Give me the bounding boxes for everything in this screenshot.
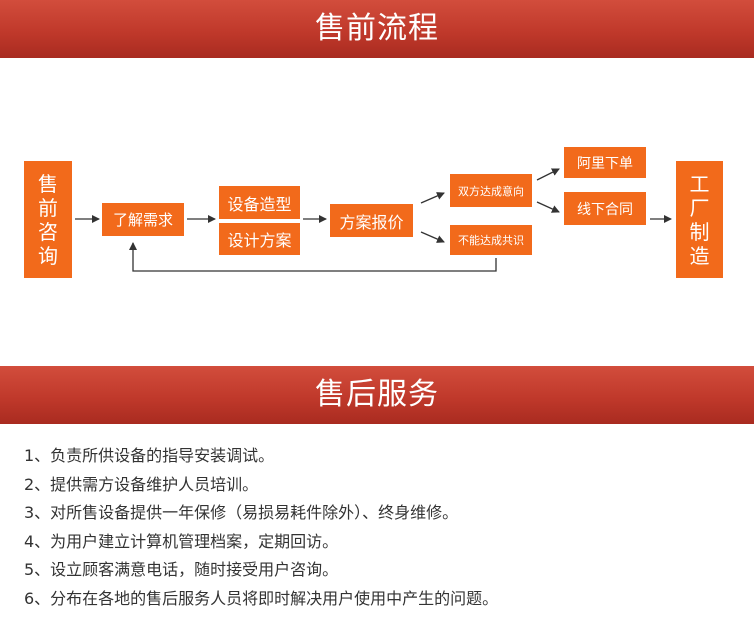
aftersale-banner: 售后服务 (0, 366, 754, 424)
consult-char: 咨 (38, 219, 58, 244)
arrow-disagree-loop-back (129, 242, 497, 272)
arrow-quote-to-disagree (420, 231, 445, 243)
needs-box: 了解需求 (102, 203, 184, 236)
quote-label: 方案报价 (339, 212, 404, 232)
aftersale-title: 售后服务 (315, 377, 439, 412)
factory-char: 厂 (689, 195, 710, 220)
factory-char: 造 (689, 243, 710, 268)
plan-design-label: 设计方案 (227, 231, 292, 250)
factory-box: 工 厂 制 造 (676, 161, 723, 278)
consult-char: 询 (38, 243, 58, 268)
disagree-label: 不能达成共识 (458, 234, 524, 247)
presale-title: 售前流程 (315, 11, 439, 46)
agree-box: 双方达成意向 (450, 174, 532, 207)
consult-char: 售 (38, 171, 58, 196)
offline-contract-box: 线下合同 (564, 192, 646, 225)
ali-order-label: 阿里下单 (577, 155, 633, 172)
list-item: 1、负责所供设备的指导安装调试。 (24, 446, 275, 465)
ali-order-box: 阿里下单 (564, 147, 646, 178)
needs-label: 了解需求 (112, 211, 173, 229)
offline-contract-label: 线下合同 (577, 201, 633, 218)
consult-char: 前 (38, 195, 58, 220)
list-item: 2、提供需方设备维护人员培训。 (24, 474, 259, 494)
arrow-agree-to-ali (536, 168, 560, 181)
arrow-quote-to-agree (420, 192, 445, 204)
design-label: 设备造型 (227, 194, 292, 214)
quote-box: 方案报价 (330, 204, 413, 237)
arrow-agree-to-offline (536, 201, 560, 213)
list-item: 3、对所售设备提供一年保修（易损易耗件除外）、终身维修。 (24, 503, 459, 522)
aftersale-list: 1、负责所供设备的指导安装调试。 2、提供需方设备维护人员培训。 3、对所售设备… (24, 442, 498, 613)
factory-char: 工 (689, 171, 710, 196)
agree-label: 双方达成意向 (458, 184, 524, 198)
design-box: 设备造型 (219, 186, 300, 219)
factory-char: 制 (689, 219, 710, 244)
disagree-box: 不能达成共识 (450, 225, 532, 255)
consult-box: 售 前 咨 询 (24, 161, 72, 278)
list-item: 6、分布在各地的售后服务人员将即时解决用户使用中产生的问题。 (24, 588, 499, 608)
list-item: 5、设立顾客满意电话，随时接受用户咨询。 (24, 560, 339, 579)
plan-design-box: 设计方案 (219, 223, 300, 255)
list-item: 4、为用户建立计算机管理档案，定期回访。 (24, 531, 339, 551)
presale-banner: 售前流程 (0, 0, 754, 58)
